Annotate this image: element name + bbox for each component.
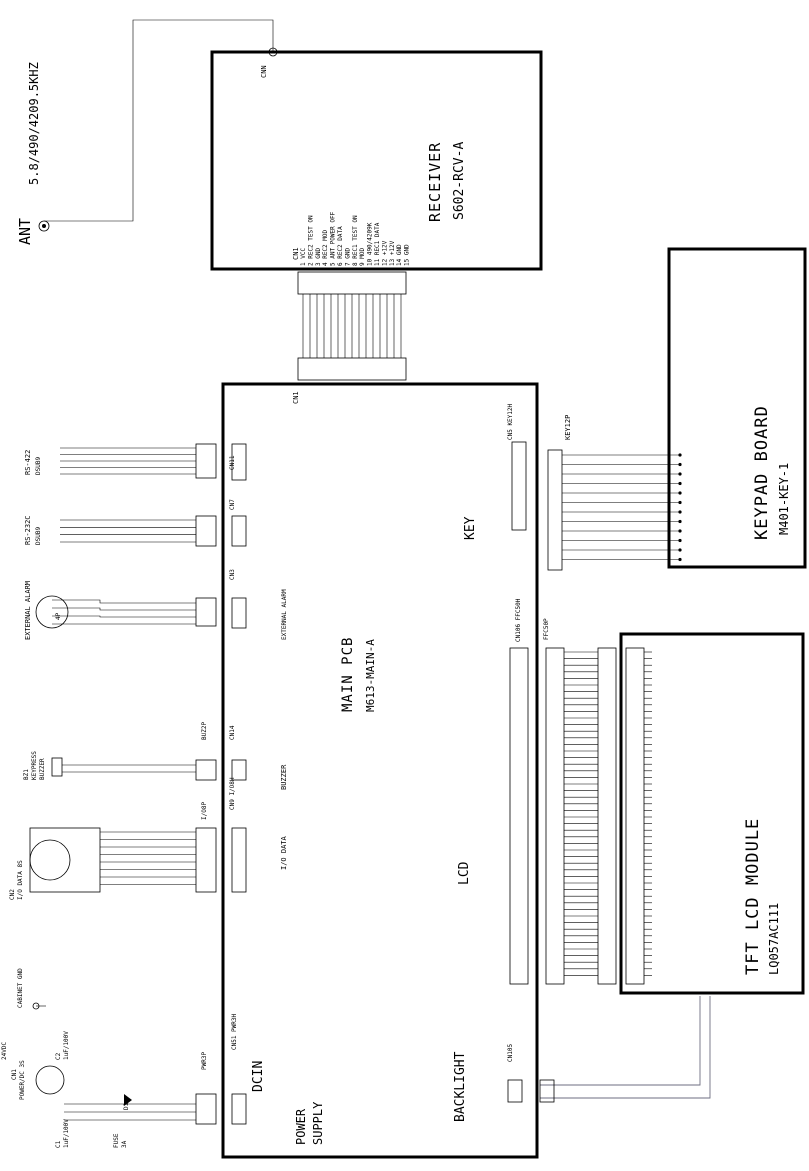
io8p-label: I/O8P <box>201 802 208 820</box>
cn14-label: CN14 <box>229 725 236 740</box>
bz-keypress: KEYPRESS <box>31 751 38 780</box>
cn51-label: CN51 PWR3H <box>231 1013 238 1050</box>
lcd-ffc-label: FFC50P <box>543 618 550 640</box>
lcd-module-block: TFT LCD MODULE LQ057AC111 FFC50P <box>539 618 805 1103</box>
left-connectors: RS-422 DSUB9 RS-232C DSUB9 EXTERNAL ALAR… <box>1 443 217 1148</box>
receiver-ribbon <box>297 271 407 381</box>
receiver-pin: 4 REC2 MOD <box>322 229 329 266</box>
buzz2p-label: BUZ2P <box>201 722 208 740</box>
left-ext-alarm-label: EXTERNAL ALARM <box>24 581 32 640</box>
receiver-pin: 13 +12V <box>389 240 396 266</box>
main-pcb-title: MAIN PCB <box>340 637 356 712</box>
cabinet-label: CABINET GND <box>17 968 24 1008</box>
main-pcb-block: MAIN PCB M613-MAIN-A CN1 KEY CN5 KEY12H … <box>221 382 539 1159</box>
power-label: POWER <box>294 1108 308 1145</box>
keypad-title: KEYPAD BOARD <box>752 405 772 540</box>
c1-val: 1uF/100V <box>63 1119 70 1148</box>
receiver-pin: 8 REC1 TEST ON <box>352 215 359 266</box>
c1-label: C1 <box>55 1140 62 1148</box>
fuse-label: FUSE <box>113 1133 120 1148</box>
keypad-model: M401-KEY-1 <box>777 463 791 535</box>
antenna-freq: 5.8/490/4209.5KHZ <box>27 62 41 185</box>
buzzer-label: BUZZER <box>280 764 288 790</box>
backlight-connector: CN105 <box>507 1044 514 1062</box>
keypad-block: KEYPAD BOARD M401-KEY-1 KEY12P <box>547 247 807 571</box>
receiver-model: S602-RCV-A <box>452 142 467 220</box>
rs232-sub: DSUB9 <box>35 527 42 545</box>
cn2-label: CN2 <box>9 889 16 900</box>
receiver-pin: 5 ANT POWER OFF <box>330 211 337 266</box>
cn3-label: CN3 <box>229 569 236 580</box>
lcd-label: LCD <box>457 861 472 885</box>
cn11-label: CN11 <box>229 455 236 470</box>
supply-label: SUPPLY <box>311 1101 325 1145</box>
receiver-pin: 15 GND <box>404 244 411 266</box>
backlight-label: BACKLIGHT <box>453 1051 468 1122</box>
receiver-pin: 1 VCC <box>300 248 307 266</box>
antenna-label: ANT <box>16 218 34 245</box>
main-pcb-model: M613-MAIN-A <box>364 639 377 712</box>
lcd-module-title: TFT LCD MODULE <box>743 818 763 975</box>
antenna-cnn: CNN <box>260 65 268 78</box>
receiver-pin: 14 GND <box>396 244 403 266</box>
rs422-label: RS-422 <box>24 450 32 475</box>
receiver-pin: 9 MOD <box>359 248 366 266</box>
keypad-connector: KEY12P <box>564 415 572 440</box>
receiver-pin: 3 GND <box>315 248 322 266</box>
receiver-connector: CN1 <box>292 247 300 260</box>
key-connector: CN5 KEY12H <box>507 403 514 440</box>
ext-alarm-label: EXTERNAL ALARM <box>281 589 288 640</box>
key-label: KEY <box>463 516 478 540</box>
d1-label: D1 <box>123 1102 130 1110</box>
receiver-pin: 11 REC1 DATA <box>374 222 381 266</box>
cn9-label: CN9 I/O8H <box>229 777 236 810</box>
receiver-pin: 10 490/4209K <box>367 222 374 266</box>
receiver-pin: 7 GND <box>344 248 351 266</box>
power-conn-type: POWER/DC 3S <box>19 1060 26 1100</box>
receiver-pin: 12 +12V <box>381 240 388 266</box>
fuse-val: 3A <box>121 1140 128 1148</box>
power-conn-label: CN1 <box>11 1069 18 1080</box>
main-cn1: CN1 <box>292 391 300 404</box>
rs422-sub: DSUB9 <box>35 457 42 475</box>
receiver-title: RECEIVER <box>426 142 444 222</box>
receiver-pin: 2 REC2 TEST ON <box>307 215 314 266</box>
io-data-label: I/O DATA <box>280 835 288 870</box>
c2-label: C2 <box>55 1052 62 1060</box>
antenna: ANT 5.8/490/4209.5KHZ CNN <box>16 19 278 245</box>
lcd-connector: CN106 FFC50H <box>515 598 522 642</box>
c2-val: 1uF/100V <box>63 1031 70 1060</box>
power-conn-sub: 24VDC <box>1 1042 8 1060</box>
bz1-label: BZ1 <box>23 769 30 780</box>
dcin-label: DCIN <box>251 1061 266 1092</box>
lcd-module-model: LQ057AC111 <box>767 903 781 975</box>
pwr3p-label: PWR3P <box>201 1052 208 1070</box>
bz-buzzer: BUZZER <box>39 758 46 780</box>
rs232-label: RS-232C <box>24 515 32 545</box>
left-bus-wires <box>60 447 196 543</box>
cn7-label: CN7 <box>229 499 236 510</box>
receiver-pin: 6 REC2 DATA <box>337 226 344 266</box>
cn2-sub: I/O DATA 8S <box>17 860 24 900</box>
